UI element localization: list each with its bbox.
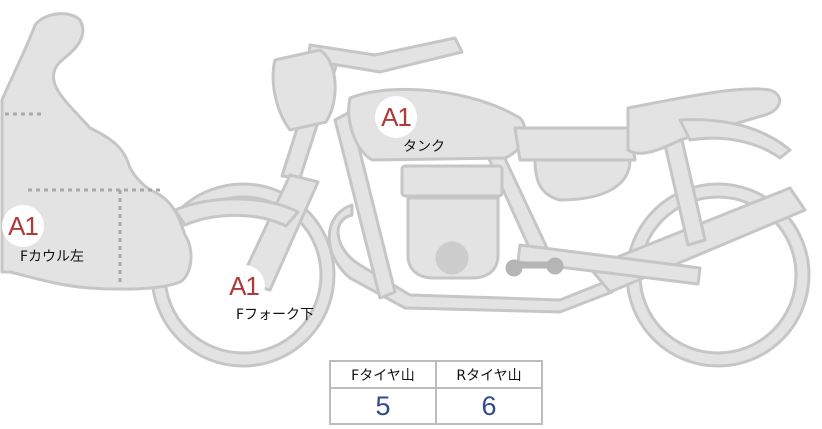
engine-cover bbox=[435, 241, 469, 275]
cowl-section-lines bbox=[5, 112, 160, 285]
front-tire-value: 5 bbox=[329, 387, 437, 425]
rear-fender bbox=[678, 118, 792, 160]
tire-tread-header-row: Fタイヤ山 Rタイヤ山 bbox=[329, 360, 543, 389]
front-cowl bbox=[0, 12, 193, 291]
tank-label: タンク bbox=[403, 139, 445, 155]
engine-cylinder-head bbox=[400, 164, 504, 198]
front-fender bbox=[173, 197, 300, 228]
front-tire-header: Fタイヤ山 bbox=[329, 360, 437, 389]
rear-tire-header: Rタイヤ山 bbox=[435, 360, 543, 389]
side-cover bbox=[513, 126, 637, 162]
left-cowl-grade-badge: A1 bbox=[2, 205, 44, 247]
rear-tire-value: 6 bbox=[435, 387, 543, 425]
engine-block bbox=[406, 196, 500, 280]
tank-grade-badge: A1 bbox=[375, 96, 417, 138]
tire-tread-table: Fタイヤ山 Rタイヤ山 5 6 bbox=[329, 360, 543, 425]
swingarm bbox=[516, 243, 702, 286]
front-fork-grade-badge: A1 bbox=[223, 265, 265, 307]
tire-tread-value-row: 5 6 bbox=[329, 387, 543, 425]
exhaust-pipe bbox=[327, 203, 614, 314]
gear-pivot bbox=[546, 257, 564, 275]
frame-downtube bbox=[333, 110, 397, 300]
side-panel bbox=[533, 158, 632, 202]
fork-lower bbox=[238, 173, 320, 292]
headlight bbox=[271, 48, 337, 132]
gear-pedal-end bbox=[505, 259, 523, 277]
left-cowl-label: Fカウル左 bbox=[20, 249, 85, 265]
front-fork-label: Fフォーク下 bbox=[236, 307, 315, 323]
